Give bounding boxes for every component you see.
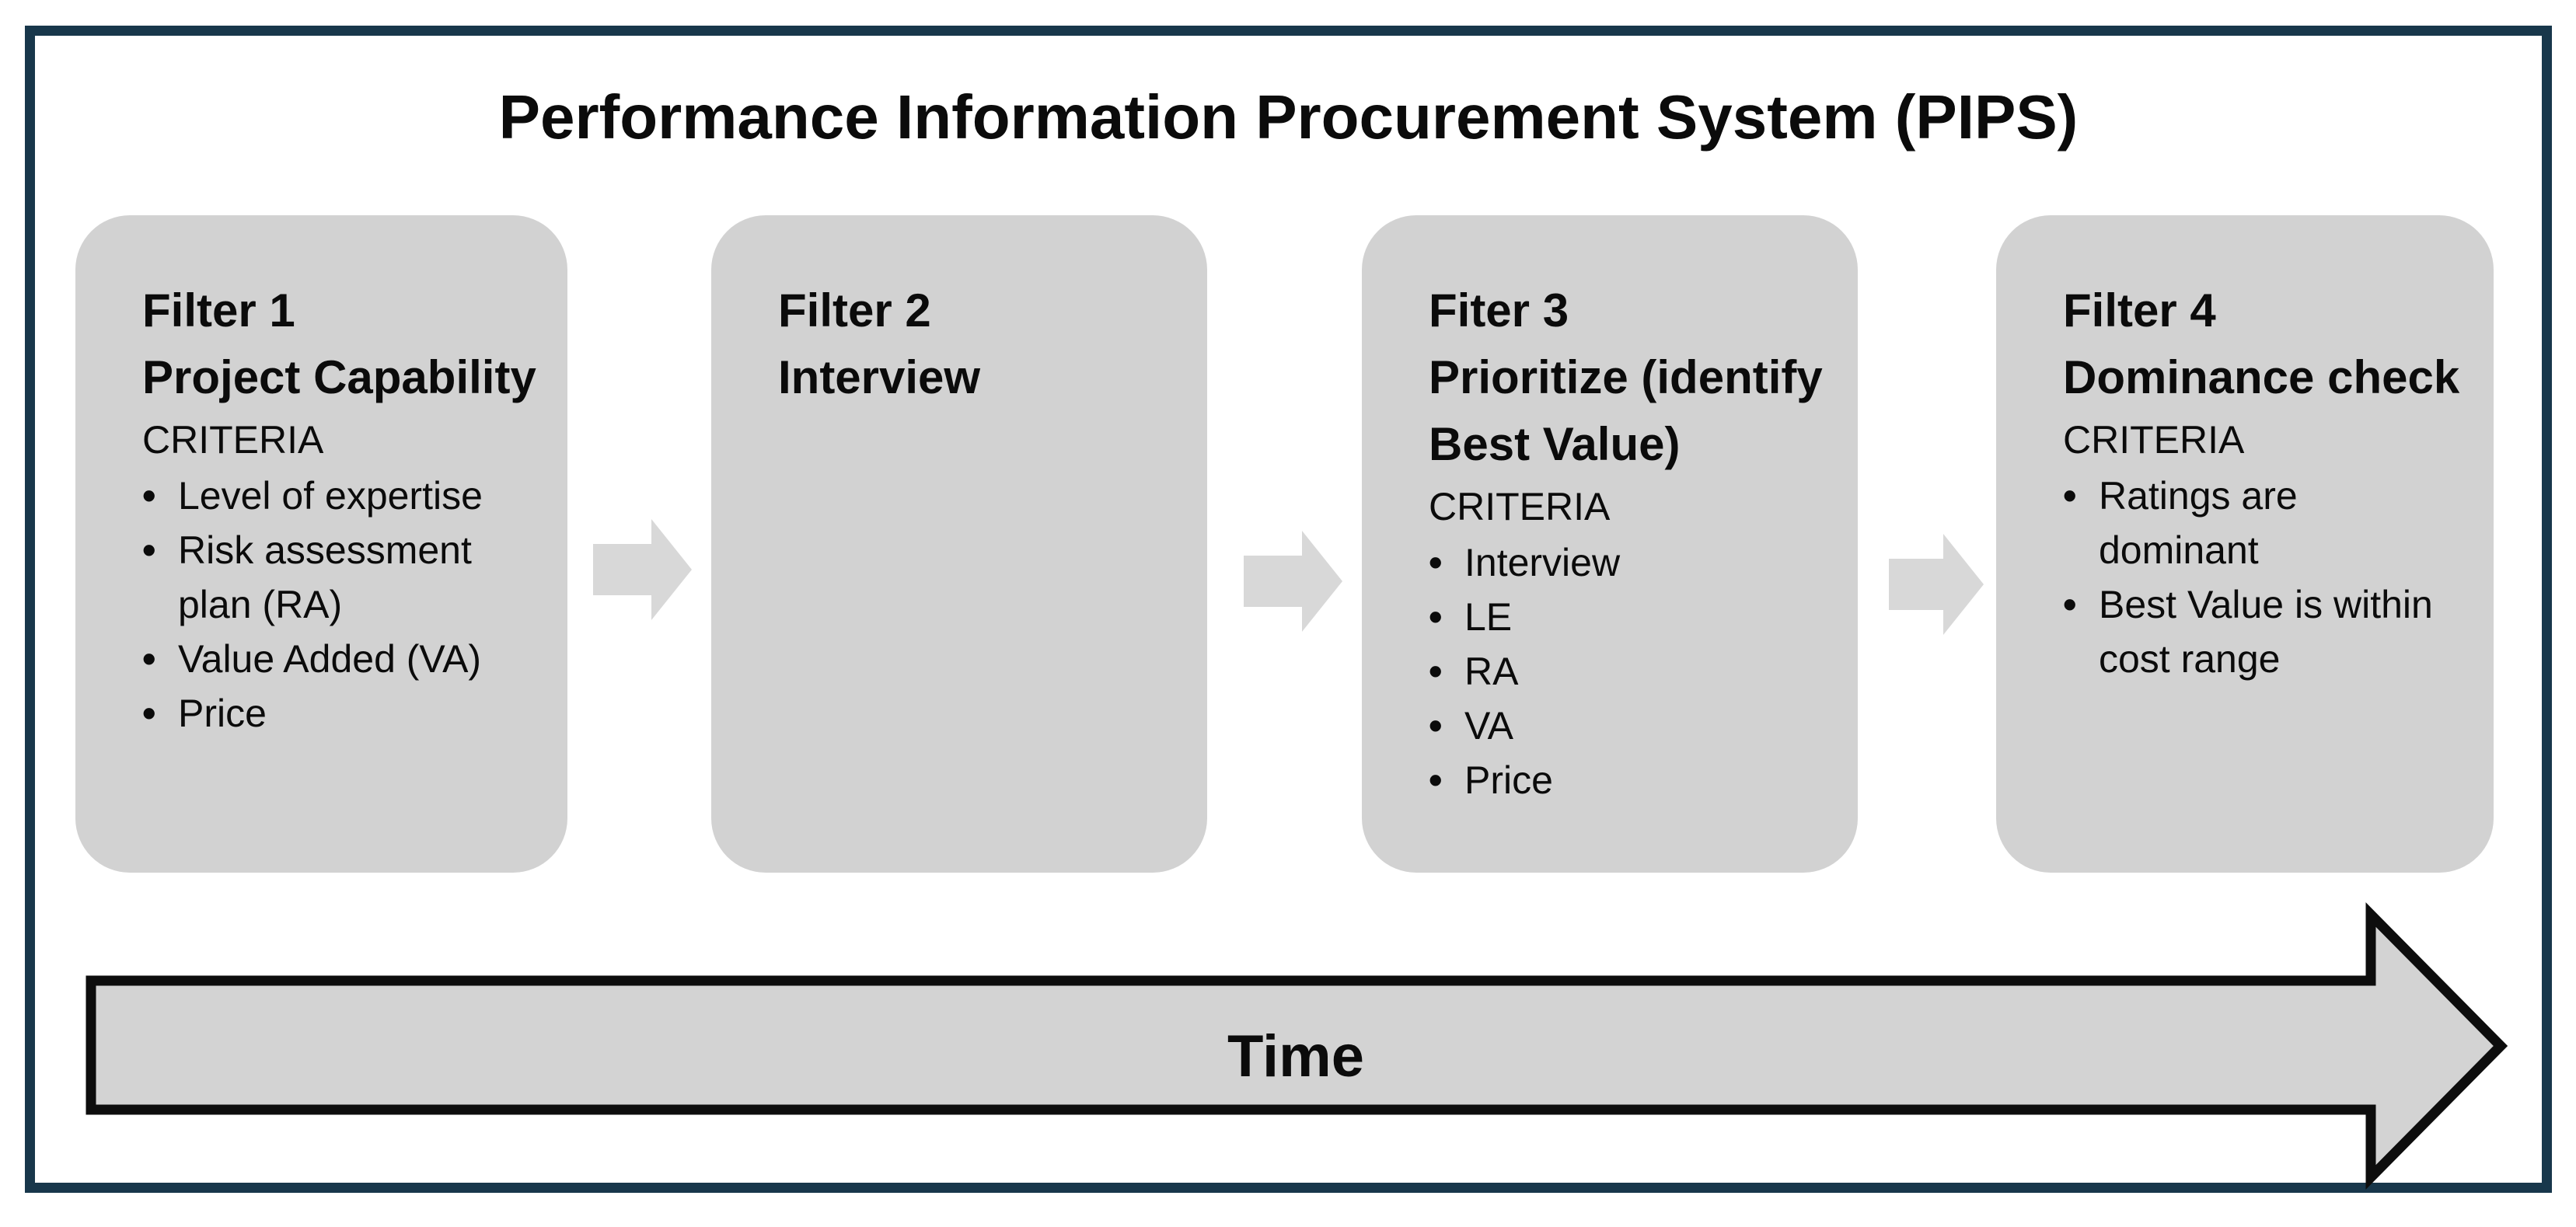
time-arrow-label: Time [1227, 1023, 1364, 1089]
filter-1-label: Filter 1 [142, 284, 295, 336]
filter-4-criteria-heading: CRITERIA [2063, 418, 2245, 462]
criteria-bullet-item: RA [1429, 644, 1842, 699]
filter-2-box: Filter 2 Interview [711, 215, 1207, 873]
criteria-bullet-item: Risk assessment plan (RA) [142, 523, 552, 632]
criteria-bullet-item: LE [1429, 590, 1842, 644]
filter-3-criteria-heading: CRITERIA [1429, 485, 1611, 528]
filter-4-name: Dominance check [2063, 351, 2460, 403]
filter-1-box: Filter 1 Project Capability CRITERIA Lev… [75, 215, 567, 873]
filter-3-box: Fiter 3 Prioritize (identify Best Value)… [1362, 215, 1858, 873]
filter-3-label: Fiter 3 [1429, 284, 1569, 336]
criteria-bullet-item: Price [142, 686, 552, 741]
criteria-bullet-item: Price [1429, 753, 1842, 807]
filter-4-label: Filter 4 [2063, 284, 2216, 336]
criteria-bullet-item: Best Value is within cost range [2063, 577, 2478, 686]
criteria-bullet-item: VA [1429, 699, 1842, 753]
filter-2-label: Filter 2 [778, 284, 931, 336]
diagram-title: Performance Information Procurement Syst… [498, 82, 2079, 152]
filter-4-box: Filter 4 Dominance check CRITERIA Rating… [1996, 215, 2494, 873]
criteria-bullet-item: Level of expertise [142, 469, 552, 523]
filter-2-name: Interview [778, 351, 981, 403]
filter-3-name: Prioritize (identify Best Value) [1429, 351, 1823, 470]
criteria-bullet-item: Interview [1429, 535, 1842, 590]
filter-1-name: Project Capability [142, 351, 536, 403]
filter-1-criteria-list: Level of expertiseRisk assessment plan (… [142, 469, 552, 741]
filter-4-criteria-list: Ratings are dominantBest Value is within… [2063, 469, 2478, 686]
filter-3-criteria-list: InterviewLERAVAPrice [1429, 535, 1842, 807]
criteria-bullet-item: Value Added (VA) [142, 632, 552, 686]
filter-1-criteria-heading: CRITERIA [142, 418, 324, 462]
criteria-bullet-item: Ratings are dominant [2063, 469, 2478, 577]
